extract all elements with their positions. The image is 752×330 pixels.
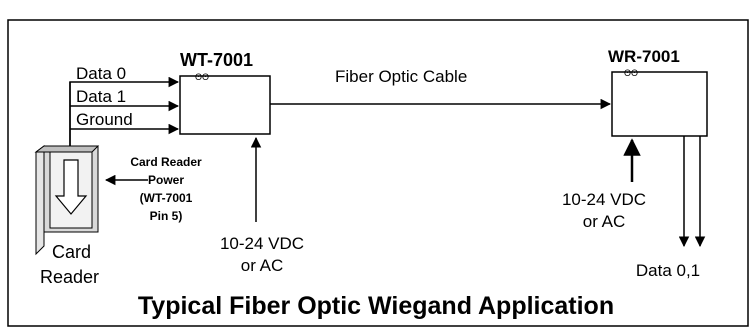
transmitter-box xyxy=(179,75,271,135)
rx-power-line1: 10-24 VDC xyxy=(562,190,646,209)
rx-power-line2: or AC xyxy=(583,212,626,231)
input-label-data1: Data 1 xyxy=(76,87,126,106)
receiver-label: WR-7001 xyxy=(608,47,680,66)
card-reader-label-line1: Card xyxy=(52,242,91,262)
cable-label: Fiber Optic Cable xyxy=(335,67,467,86)
diagram-frame xyxy=(7,19,749,327)
receiver-connector-glyph: ʘʘ xyxy=(624,68,638,78)
card-reader-label-line2: Reader xyxy=(40,267,99,287)
card-reader-icon xyxy=(34,145,100,256)
reader-power-line4: Pin 5) xyxy=(150,209,183,223)
transmitter-connector-glyph: ʘʘ xyxy=(195,72,209,82)
input-label-data0: Data 0 xyxy=(76,64,126,83)
transmitter-label: WT-7001 xyxy=(180,50,253,70)
receiver-box xyxy=(611,71,708,137)
reader-power-line1: Card Reader xyxy=(130,155,202,169)
reader-power-line2: Power xyxy=(148,173,184,187)
reader-power-line3: (WT-7001 xyxy=(140,191,193,205)
tx-power-line2: or AC xyxy=(241,256,284,275)
tx-power-line1: 10-24 VDC xyxy=(220,234,304,253)
outputs-label: Data 0,1 xyxy=(636,261,700,280)
input-label-ground: Ground xyxy=(76,110,133,129)
diagram-title: Typical Fiber Optic Wiegand Application xyxy=(138,292,614,320)
